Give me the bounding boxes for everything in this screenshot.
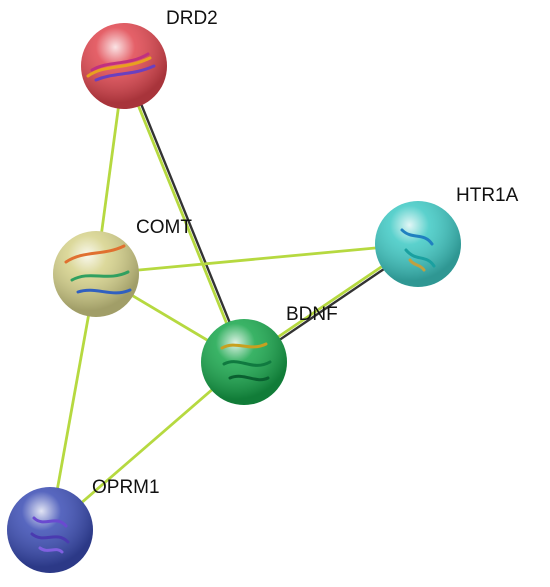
node-htr1a[interactable]: HTR1A	[375, 185, 519, 287]
protein-structure-icon	[220, 342, 272, 382]
node-bdnf[interactable]: BDNF	[201, 304, 338, 405]
node-comt-gloss	[53, 231, 139, 317]
node-oprm1-label: OPRM1	[92, 477, 160, 498]
edge-drd2-bdnf-green[interactable]	[121, 66, 244, 364]
node-comt[interactable]: COMT	[53, 217, 192, 317]
edge-comt-oprm1-green[interactable]	[48, 273, 98, 531]
node-oprm1-gloss	[7, 487, 93, 573]
protein-structure-icon	[30, 516, 70, 554]
node-bdnf-label: BDNF	[286, 304, 338, 325]
protein-structure-icon	[64, 244, 132, 295]
node-comt-label: COMT	[136, 217, 192, 238]
node-oprm1[interactable]: OPRM1	[7, 477, 160, 573]
node-htr1a-label: HTR1A	[456, 185, 519, 206]
edge-comt-htr1a-green[interactable]	[95, 242, 419, 276]
node-layer: DRD2 COMT HTR1A	[7, 8, 519, 573]
node-drd2-label: DRD2	[166, 8, 218, 29]
node-drd2[interactable]: DRD2	[81, 8, 218, 109]
protein-structure-icon	[400, 228, 436, 272]
node-htr1a-gloss	[375, 201, 461, 287]
protein-structure-icon	[86, 52, 156, 82]
edge-drd2-bdnf-black[interactable]	[124, 64, 247, 362]
